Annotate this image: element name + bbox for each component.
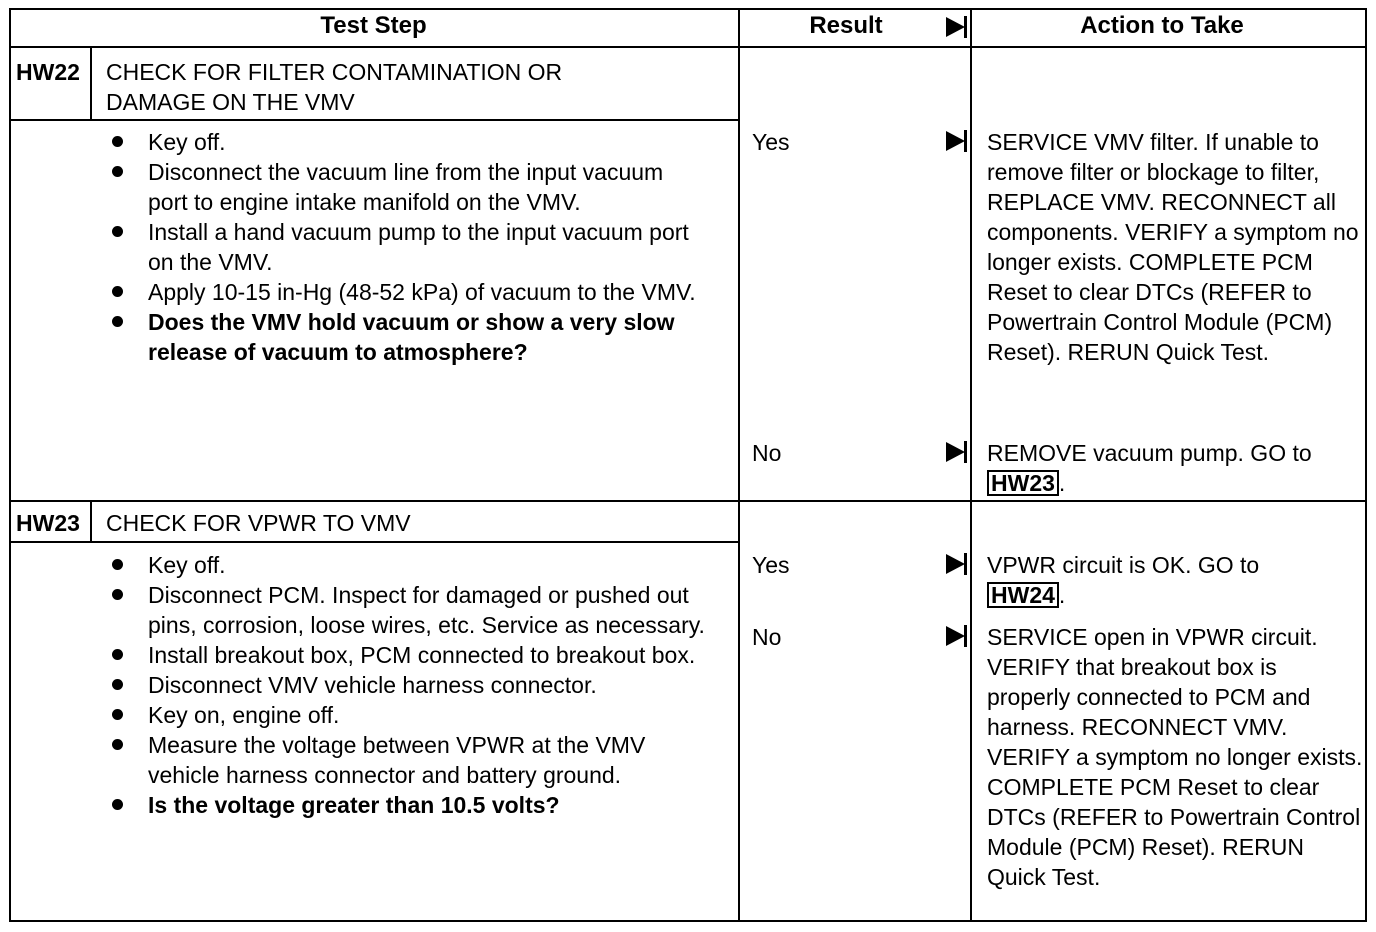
bullet-icon bbox=[112, 649, 123, 660]
result-yes-hw22: Yes bbox=[752, 129, 790, 155]
bullet-item: Key off. bbox=[106, 550, 706, 580]
action-no-hw23: SERVICE open in VPWR circuit. VERIFY tha… bbox=[987, 624, 1363, 890]
bullet-icon bbox=[112, 286, 123, 297]
row-separator bbox=[9, 500, 1367, 502]
arrow-icon bbox=[946, 553, 967, 575]
bullet-item: Measure the voltage between VPWR at the … bbox=[106, 730, 706, 790]
step-id-hw22: HW22 bbox=[16, 59, 80, 85]
header-arrow-icon bbox=[946, 16, 967, 38]
result-no-hw22: No bbox=[752, 440, 782, 466]
link-hw23[interactable]: HW23 bbox=[987, 470, 1059, 496]
header-result: Result bbox=[809, 12, 883, 39]
bullet-icon bbox=[112, 559, 123, 570]
bullet-item: Install breakout box, PCM connected to b… bbox=[106, 640, 706, 670]
bullet-list-hw23: Key off. Disconnect PCM. Inspect for dam… bbox=[106, 550, 706, 820]
action-no-hw22: REMOVE vacuum pump. GO to HW23. bbox=[987, 440, 1312, 496]
arrow-icon bbox=[946, 625, 967, 647]
step-id-hw23: HW23 bbox=[16, 510, 80, 536]
result-no-hw23: No bbox=[752, 624, 782, 650]
bullet-item: Key off. bbox=[106, 127, 706, 157]
bullet-icon bbox=[112, 589, 123, 600]
arrow-icon bbox=[946, 441, 967, 463]
col-divider-result-action bbox=[970, 8, 972, 922]
action-yes-hw23: VPWR circuit is OK. GO to HW24. bbox=[987, 552, 1260, 608]
hw23-title-rule bbox=[9, 541, 738, 543]
header-test-step: Test Step bbox=[320, 12, 427, 39]
bullet-icon bbox=[112, 679, 123, 690]
bullet-icon bbox=[112, 799, 123, 810]
bullet-icon bbox=[112, 739, 123, 750]
bullet-item: Apply 10-15 in-Hg (48-52 kPa) of vacuum … bbox=[106, 277, 706, 307]
bullet-icon bbox=[112, 226, 123, 237]
bullet-item-question: Is the voltage greater than 10.5 volts? bbox=[106, 790, 706, 820]
bullet-item: Disconnect PCM. Inspect for damaged or p… bbox=[106, 580, 706, 640]
step-title-hw22-line1: CHECK FOR FILTER CONTAMINATION OR bbox=[106, 59, 563, 85]
bullet-list-hw22: Key off. Disconnect the vacuum line from… bbox=[106, 127, 706, 367]
bullet-item: Key on, engine off. bbox=[106, 700, 706, 730]
header-action: Action to Take bbox=[1080, 12, 1244, 39]
bullet-item-question: Does the VMV hold vacuum or show a very … bbox=[106, 307, 706, 367]
bullet-icon bbox=[112, 709, 123, 720]
action-yes-hw22: SERVICE VMV filter. If unable to remove … bbox=[987, 129, 1359, 365]
header-rule bbox=[9, 46, 1367, 48]
bullet-item: Install a hand vacuum pump to the input … bbox=[106, 217, 706, 277]
link-hw24[interactable]: HW24 bbox=[987, 582, 1059, 608]
bullet-item: Disconnect VMV vehicle harness connector… bbox=[106, 670, 706, 700]
id-divider-hw22 bbox=[90, 48, 92, 120]
step-title-hw22-line2: DAMAGE ON THE VMV bbox=[106, 89, 355, 115]
col-divider-step-result bbox=[738, 8, 740, 922]
bullet-icon bbox=[112, 136, 123, 147]
arrow-icon bbox=[946, 130, 967, 152]
bullet-icon bbox=[112, 166, 123, 177]
step-title-hw23: CHECK FOR VPWR TO VMV bbox=[106, 510, 411, 536]
hw22-title-rule bbox=[9, 119, 738, 121]
bullet-item: Disconnect the vacuum line from the inpu… bbox=[106, 157, 706, 217]
bullet-icon bbox=[112, 316, 123, 327]
id-divider-hw23 bbox=[90, 502, 92, 542]
result-yes-hw23: Yes bbox=[752, 552, 790, 578]
diagnostic-table bbox=[9, 8, 1367, 922]
